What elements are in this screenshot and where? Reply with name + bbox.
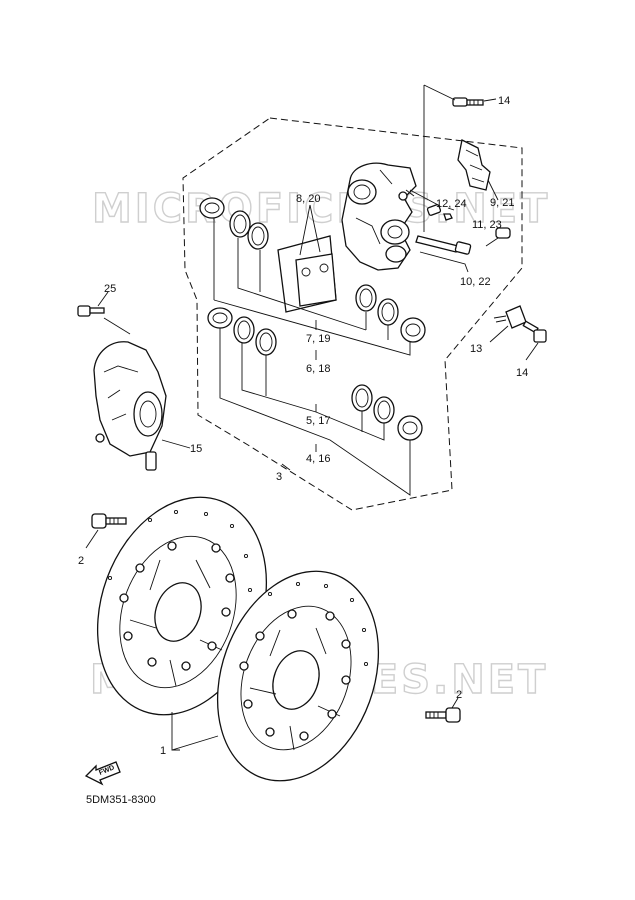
callout-4-16: 4, 16 [306,453,330,465]
callout-2-left: 2 [78,555,84,567]
diagram-code: 5DM351-8300 [86,794,156,806]
callout-25: 25 [104,283,116,295]
seal-lower-left-1 [233,316,255,344]
callout-10-22: 10, 22 [460,276,491,288]
callout-2-right: 2 [456,689,462,701]
callout-7-19: 7, 19 [306,333,330,345]
callout-13: 13 [470,343,482,355]
callout-11-23: 11, 23 [472,219,502,231]
leader-3 [281,463,291,471]
leader-25 [97,291,109,307]
callout-3: 3 [276,471,282,483]
leader-1 [171,712,219,751]
leader-14-bottom [525,342,539,361]
pad-pin [415,235,472,255]
leader-15 [161,439,191,449]
caliper-body-right [341,162,417,271]
leader-11-23 [485,237,499,247]
piston-lower-right [397,415,423,441]
bolt-14-bottom [522,320,547,343]
seal-mid-right-1 [355,284,377,312]
callout-14-bottom: 14 [516,367,528,379]
bracket-4-16 [219,328,411,496]
bolt-2-left [91,513,127,529]
callout-5-17: 5, 17 [306,415,330,427]
callout-1: 1 [160,745,166,757]
callout-9-21: 9, 21 [490,197,514,209]
brake-disc-right [216,570,380,782]
callout-6-18: 6, 18 [306,363,330,375]
piston-upper-left [199,197,225,219]
callout-15: 15 [190,443,202,455]
leader-14-top [483,98,497,102]
fwd-arrow-icon: FWD [84,761,121,786]
brake-pads [277,235,337,313]
leader-14-caliper [423,84,456,232]
caliper-assembly-outline [182,117,523,511]
bracket-5-17 [241,343,385,441]
seal-upper-left-1 [229,210,251,238]
leader-2-right [451,697,459,709]
leader-10-22 [419,251,469,273]
callout-14-top: 14 [498,95,510,107]
leader-12-24 [447,207,455,211]
piston-mid-right [400,317,426,343]
leader-2-left [85,529,99,549]
seal-mid-right-2 [377,298,399,326]
leader-12-24-b [409,189,441,207]
caliper-body-left [93,341,167,471]
seal-upper-left-2 [247,222,269,250]
callout-8-20: 8, 20 [296,193,320,205]
bolt-14-top [452,97,484,107]
bracket-7-19 [237,238,389,340]
piston-lower-left [207,307,233,329]
leader-13 [489,325,509,343]
watermark-top: MICROFICHES.NET [92,186,550,232]
bolt-25 [77,305,105,317]
leader-9-21 [487,179,499,201]
pad-spring [457,139,491,191]
bleed-screw [426,204,453,221]
bolt-2-right [425,707,461,723]
callout-12-24: 12, 24 [436,198,467,210]
cap [495,227,511,239]
bracket-6-18 [213,218,411,360]
support-bracket [493,305,527,329]
seal-lower-right-1 [351,384,373,412]
leader-8-20 [299,204,321,256]
leader-25-b [103,317,131,335]
seal-lower-left-2 [255,328,277,356]
seal-lower-right-2 [373,396,395,424]
